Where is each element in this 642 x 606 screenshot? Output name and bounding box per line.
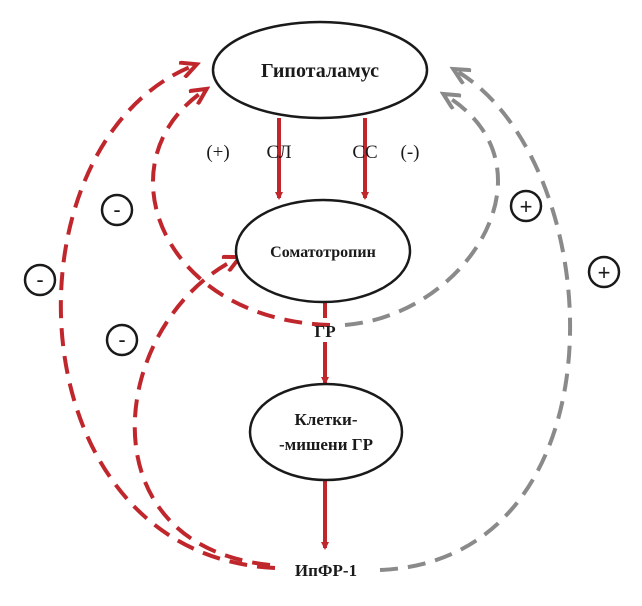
- gr-to-hypothalamus-inhibitory-arrow: [151, 90, 331, 327]
- igf1-to-hypothalamus-stimulatory-arrow: [379, 70, 572, 572]
- hypothalamus-node: Гипоталамус: [211, 20, 429, 120]
- svg-text:-: -: [113, 197, 120, 222]
- sl-label: СЛ: [266, 142, 291, 163]
- right-inner-plus-sign: +: [509, 189, 543, 223]
- igf1-to-hypothalamus-inhibitory-outer-arrow: [59, 65, 276, 570]
- target-cells-label-line1: Клетки-: [294, 410, 357, 429]
- sl-sign-label: (+): [206, 142, 229, 163]
- inner-left-top-minus-sign: -: [100, 193, 134, 227]
- ss-sign-label: (-): [401, 142, 420, 163]
- inner-left-bottom-minus-sign: -: [105, 323, 139, 357]
- somatotrophs-node: Соматотропин: [234, 198, 412, 304]
- svg-text:+: +: [598, 260, 611, 285]
- svg-text:-: -: [36, 267, 43, 292]
- svg-text:-: -: [118, 327, 125, 352]
- igf1-label: ИпФР-1: [295, 561, 357, 580]
- svg-text:+: +: [520, 194, 533, 219]
- outer-left-minus-sign: -: [23, 263, 57, 297]
- gr-to-hypothalamus-stimulatory-arrow: [344, 95, 500, 327]
- right-outer-plus-sign: +: [587, 255, 621, 289]
- somatotrophs-label: Соматотропин: [270, 244, 376, 261]
- target-cells-node: Клетки- -мишени ГР: [248, 382, 404, 482]
- target-cells-label-line2: -мишени ГР: [279, 435, 373, 454]
- igf1-to-somatotrophs-inhibitory-arrow: [132, 258, 271, 567]
- ss-label: СС: [352, 142, 377, 163]
- gr-label: ГР: [314, 322, 335, 341]
- hypothalamus-label: Гипоталамус: [261, 60, 379, 82]
